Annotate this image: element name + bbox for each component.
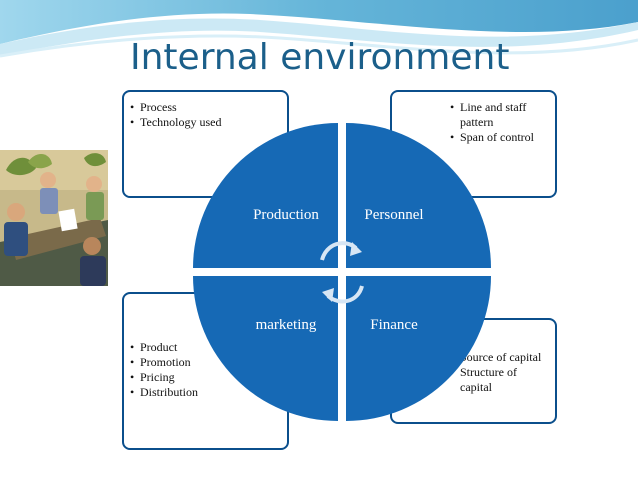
personnel-details-box: Line and staff pattern Span of control: [390, 90, 557, 198]
list-item: Distribution: [130, 385, 281, 400]
list-item: Product: [130, 340, 281, 355]
quadrant-label-finance: Finance: [370, 317, 418, 333]
marketing-details-list: Product Promotion Pricing Distribution: [130, 340, 281, 400]
header-wave-decoration: [0, 0, 638, 58]
cycle-arrows-icon: [320, 241, 364, 304]
list-item: Line and staff pattern: [450, 100, 549, 130]
finance-details-list: Source of capital Structure of capital: [450, 350, 549, 395]
list-item: Source of capital: [450, 350, 549, 365]
production-details-box: Process Technology used: [122, 90, 289, 198]
business-meeting-clipart: [0, 150, 108, 286]
list-item: Pricing: [130, 370, 281, 385]
list-item: Promotion: [130, 355, 281, 370]
personnel-details-list: Line and staff pattern Span of control: [450, 100, 549, 145]
quadrant-label-personnel: Personnel: [364, 207, 424, 223]
list-item: Technology used: [130, 115, 281, 130]
quadrant-label-production: Production: [253, 207, 319, 223]
production-details-list: Process Technology used: [130, 100, 281, 130]
quadrant-label-marketing: marketing: [255, 317, 317, 333]
list-item: Structure of capital: [450, 365, 549, 395]
list-item: Span of control: [450, 130, 549, 145]
slide-title: Internal environment: [130, 37, 510, 78]
list-item: Process: [130, 100, 281, 115]
